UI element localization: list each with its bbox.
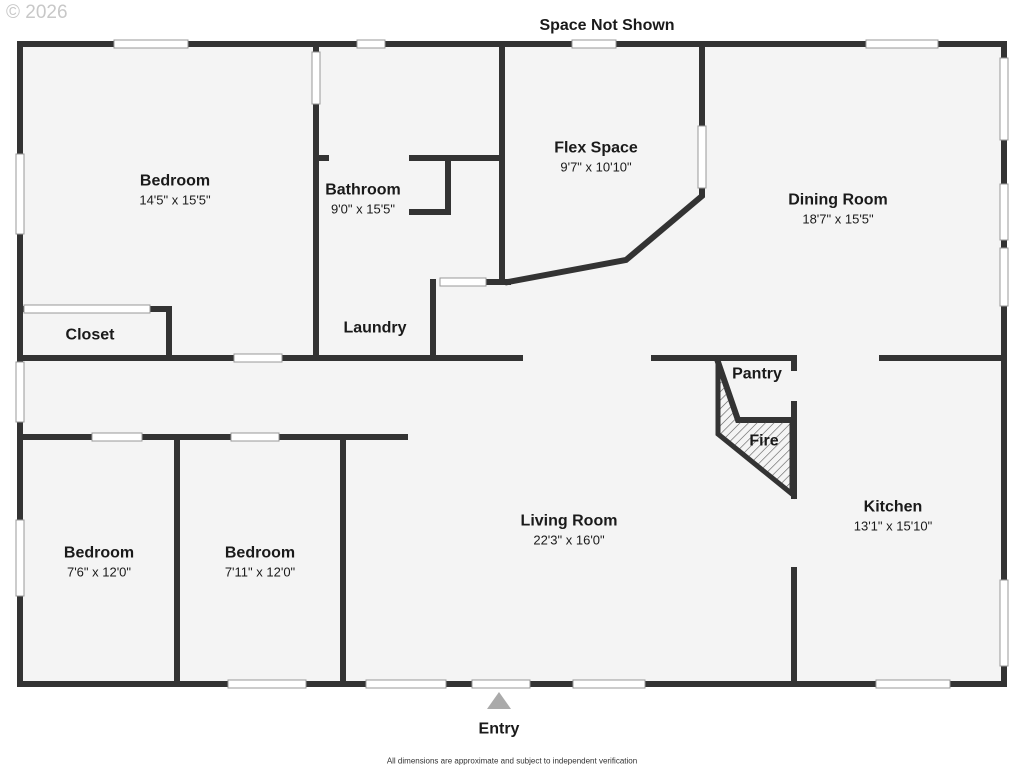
window (230, 432, 280, 442)
window (15, 519, 25, 597)
room-label-bedroom-mid: Bedroom 7'11" x 12'0" (225, 544, 295, 581)
window (875, 679, 951, 689)
room-label-bedroom-main: Bedroom 14'5" x 15'5" (139, 172, 210, 209)
entry-label: Entry (478, 720, 520, 738)
room-name: Dining Room (788, 191, 888, 209)
room-dimensions: 7'11" x 12'0" (224, 564, 296, 580)
wall-bath-nook (409, 155, 451, 215)
window (439, 277, 487, 287)
entry-arrow-icon (487, 692, 511, 709)
room-dimensions: 9'0" x 15'5" (330, 201, 396, 217)
room-dimensions: 14'5" x 15'5" (139, 192, 211, 208)
window (227, 679, 307, 689)
room-dimensions: 22'3" x 16'0" (533, 532, 605, 548)
room-label-laundry: Laundry (343, 319, 407, 337)
window (311, 51, 321, 105)
footnote: All dimensions are approximate and subje… (386, 756, 638, 766)
window (15, 153, 25, 235)
room-label-dining-room: Dining Room 18'7" x 15'5" (788, 191, 888, 228)
window (571, 39, 617, 49)
window (233, 353, 283, 363)
floor-area (20, 44, 1004, 684)
window (999, 183, 1009, 241)
room-dimensions: 7'6" x 12'0" (66, 564, 132, 580)
room-dimensions: 13'1" x 15'10" (853, 518, 933, 534)
fireplace (715, 361, 795, 500)
room-dimensions: 9'7" x 10'10" (560, 159, 632, 175)
room-label-fire: Fire (749, 432, 779, 450)
room-label-pantry: Pantry (732, 365, 782, 383)
copyright-watermark: © 2026 (6, 2, 68, 23)
room-name: Living Room (520, 512, 618, 530)
wall-flex-angled (504, 41, 705, 286)
room-label-living-room: Living Room 22'3" x 16'0" (521, 512, 618, 549)
window (113, 39, 189, 49)
window (15, 361, 25, 423)
room-name: Bedroom (139, 172, 211, 190)
window (365, 679, 447, 689)
room-label-closet: Closet (65, 326, 115, 344)
window (572, 679, 646, 689)
window (697, 125, 707, 189)
room-name: Bathroom (325, 181, 401, 199)
window (865, 39, 939, 49)
window (999, 57, 1009, 141)
window (356, 39, 386, 49)
window (999, 247, 1009, 307)
room-label-flex-space: Flex Space 9'7" x 10'10" (554, 139, 638, 176)
room-name: Bedroom (63, 544, 135, 562)
room-label-bathroom: Bathroom 9'0" x 15'5" (325, 181, 401, 218)
window (91, 432, 143, 442)
space-not-shown-label: Space Not Shown (539, 17, 675, 34)
window (471, 679, 531, 689)
room-name: Flex Space (554, 139, 638, 157)
room-name: Kitchen (863, 498, 923, 516)
room-label-kitchen: Kitchen 13'1" x 15'10" (854, 498, 933, 535)
window (999, 579, 1009, 667)
closet-opening (23, 304, 151, 314)
room-dimensions: 18'7" x 15'5" (802, 211, 874, 227)
windows (15, 39, 1009, 689)
room-label-bedroom-left: Bedroom 7'6" x 12'0" (64, 544, 134, 581)
room-name: Bedroom (224, 544, 296, 562)
